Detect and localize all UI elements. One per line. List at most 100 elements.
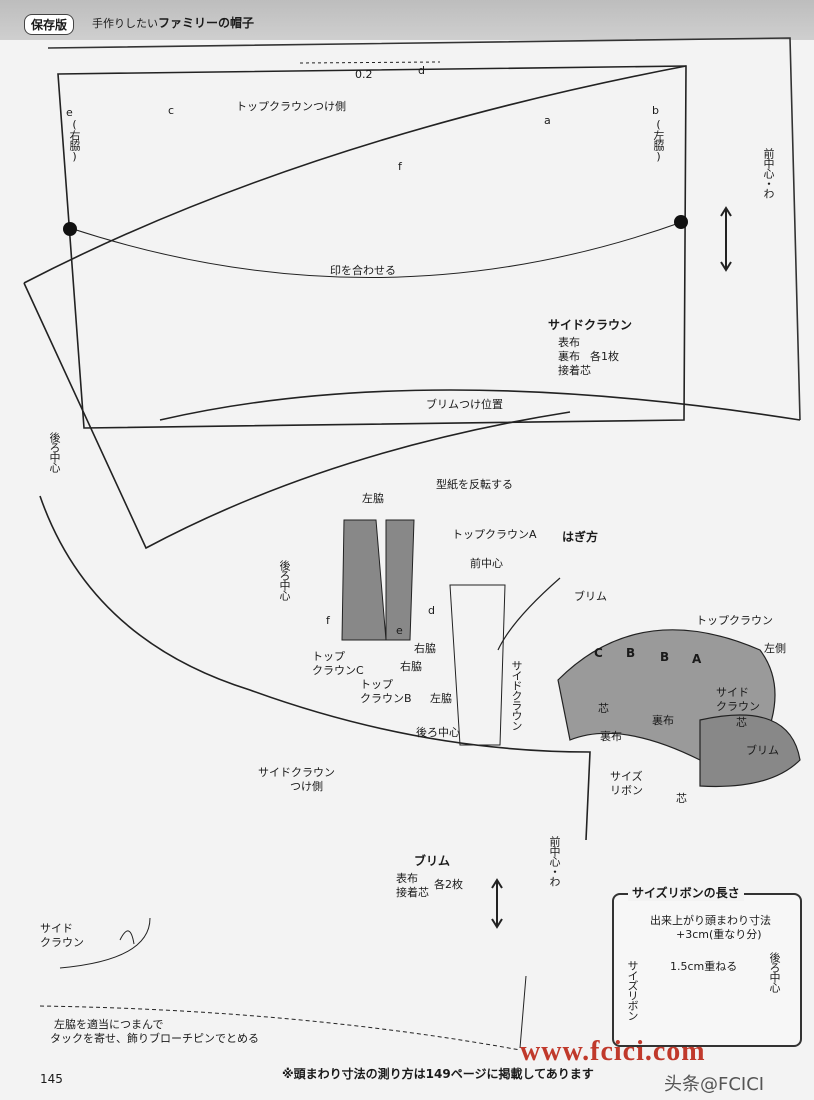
ribbon-box-title: サイズリボンの長さ bbox=[628, 884, 744, 901]
brooch-side-1: サイド bbox=[40, 922, 73, 935]
hat-left-side: 左側 bbox=[764, 642, 786, 655]
side-crown-interfacing: 接着芯 bbox=[558, 364, 591, 377]
assembly-front-center: 前中心 bbox=[470, 557, 503, 570]
assembly-letter-e: e bbox=[396, 624, 403, 637]
assembly-top-crown-a: トップクラウンA bbox=[452, 528, 537, 541]
brim-fold-line bbox=[519, 975, 527, 1049]
brooch-sketch bbox=[59, 917, 151, 969]
point-d: d bbox=[418, 64, 425, 77]
assembly-top-crown-b-1: トップ bbox=[360, 678, 393, 691]
point-c: c bbox=[168, 104, 175, 117]
hat-panel-a: A bbox=[692, 652, 702, 666]
title-prefix: 手作りしたい bbox=[92, 17, 158, 30]
hat-size-ribbon-1: サイズ bbox=[610, 770, 643, 783]
assembly-letter-d: d bbox=[428, 604, 435, 617]
brooch-caption-2: タックを寄せ、飾りブローチピンでとめる bbox=[50, 1032, 259, 1045]
assembly-right-side: 右脇 bbox=[414, 642, 436, 655]
point-a: a bbox=[544, 114, 551, 127]
page-header: 保存版 手作りしたいファミリーの帽子 bbox=[0, 0, 814, 40]
brim-count: 各2枚 bbox=[434, 878, 463, 891]
brim-position-label: ブリムつけ位置 bbox=[426, 398, 503, 411]
point-e: e bbox=[66, 106, 73, 119]
match-mark-right bbox=[674, 215, 688, 229]
top-crown-seam-label: トップクラウンつけ側 bbox=[236, 100, 346, 113]
brim-bottom bbox=[39, 1005, 521, 1051]
dash-top bbox=[299, 61, 441, 64]
hat-top-crown: トップクラウン bbox=[696, 614, 773, 627]
assembly-letter-f: f bbox=[326, 614, 330, 627]
footnote: ※頭まわり寸法の測り方は149ページに掲載してあります bbox=[282, 1067, 594, 1081]
ribbon-line1: 出来上がり頭まわり寸法 bbox=[650, 914, 771, 927]
hat-side-crown-1: サイド bbox=[716, 686, 749, 699]
ribbon-length-box bbox=[612, 893, 802, 1047]
save-badge: 保存版 bbox=[24, 14, 75, 35]
brooch-side-2: クラウン bbox=[40, 936, 84, 949]
watermark: www.fcici.com bbox=[520, 1036, 706, 1067]
brim-side-crown-seam-1: サイドクラウン bbox=[258, 766, 335, 779]
assembly-brim-arc bbox=[497, 577, 561, 651]
assembly-piece-2 bbox=[385, 519, 415, 641]
front-center-fold-label: 前中心・わ bbox=[762, 148, 775, 198]
assembly-back-center: 後ろ中心 bbox=[278, 560, 291, 600]
brim-back-center: 後ろ中心 bbox=[48, 432, 61, 472]
point-b: b bbox=[652, 104, 659, 117]
sheet-edge bbox=[47, 37, 801, 421]
assembly-side-crown bbox=[449, 584, 506, 746]
brim-name: ブリム bbox=[414, 854, 451, 868]
brim-front-center-fold: 前中心・わ bbox=[548, 836, 561, 886]
assembly-flip-pattern: 型紙を反転する bbox=[436, 478, 513, 491]
side-crown-fabric-lining: 裏布 bbox=[558, 350, 580, 363]
brim-side-crown-seam-2: つけ側 bbox=[290, 780, 323, 793]
brim-fabric-outer: 表布 bbox=[396, 872, 418, 885]
brim-outline bbox=[39, 495, 591, 841]
side-crown-count: 各1枚 bbox=[590, 350, 619, 363]
brim-attach-curve bbox=[159, 389, 801, 421]
align-marks-label: 印を合わせる bbox=[330, 264, 396, 277]
hat-lining: 裏布 bbox=[652, 714, 674, 727]
ribbon-line2: +3cm(重なり分) bbox=[676, 928, 762, 941]
assembly-right-side-2: 右脇 bbox=[400, 660, 422, 673]
hat-side-crown-2: クラウン bbox=[716, 700, 760, 713]
hat-size-ribbon-2: リボン bbox=[610, 784, 643, 797]
hat-core-2: 芯 bbox=[736, 716, 747, 729]
assembly-top-crown-c-2: クラウンC bbox=[312, 664, 364, 677]
hat-panel-b1: B bbox=[626, 646, 636, 660]
assembly-heading: はぎ方 bbox=[562, 530, 599, 544]
side-crown-fabric-outer: 表布 bbox=[558, 336, 580, 349]
brim-interfacing: 接着芯 bbox=[396, 886, 429, 899]
side-crown-name: サイドクラウン bbox=[548, 318, 633, 332]
point-f: f bbox=[398, 160, 402, 173]
hat-lining-2: 裏布 bbox=[600, 730, 622, 743]
assembly-side-crown: サイドクラウン bbox=[510, 660, 523, 730]
top-crown-curve bbox=[23, 65, 687, 284]
hat-core: 芯 bbox=[598, 702, 609, 715]
ribbon-label: サイズリボン bbox=[626, 960, 639, 1020]
align-curve bbox=[69, 221, 683, 278]
ribbon-overlap: 1.5cm重ねる bbox=[670, 960, 738, 973]
assembly-brim: ブリム bbox=[574, 590, 607, 603]
arrow-up-down-2 bbox=[491, 878, 503, 929]
hat-brim bbox=[699, 714, 801, 788]
arrow-up-down-1 bbox=[720, 206, 732, 272]
rotated-crown-outline bbox=[23, 282, 571, 550]
assembly-top-crown-b-2: クラウンB bbox=[360, 692, 412, 705]
assembly-left-side-2: 左脇 bbox=[430, 692, 452, 705]
assembly-left-side: 左脇 bbox=[362, 492, 384, 505]
page-number: 145 bbox=[40, 1072, 63, 1086]
hat-core-3: 芯 bbox=[676, 792, 687, 805]
hat-panel-c: C bbox=[594, 646, 603, 660]
measure-label: 0.2 bbox=[355, 68, 373, 81]
ribbon-back-center: 後ろ中心 bbox=[768, 952, 781, 992]
assembly-top-crown-c-1: トップ bbox=[312, 650, 345, 663]
match-mark-left bbox=[63, 222, 77, 236]
side-crown-outline bbox=[57, 65, 687, 429]
point-e-side: (右脇) bbox=[68, 118, 81, 162]
hat-brim: ブリム bbox=[746, 744, 779, 757]
title-main: ファミリーの帽子 bbox=[158, 16, 255, 30]
hat-panel-b2: B bbox=[660, 650, 670, 664]
brooch-caption-1: 左脇を適当につまんで bbox=[54, 1018, 164, 1031]
credit: 头条@FCICI bbox=[664, 1074, 765, 1095]
assembly-back-center-2: 後ろ中心 bbox=[416, 726, 460, 739]
assembly-piece-1 bbox=[341, 519, 387, 641]
